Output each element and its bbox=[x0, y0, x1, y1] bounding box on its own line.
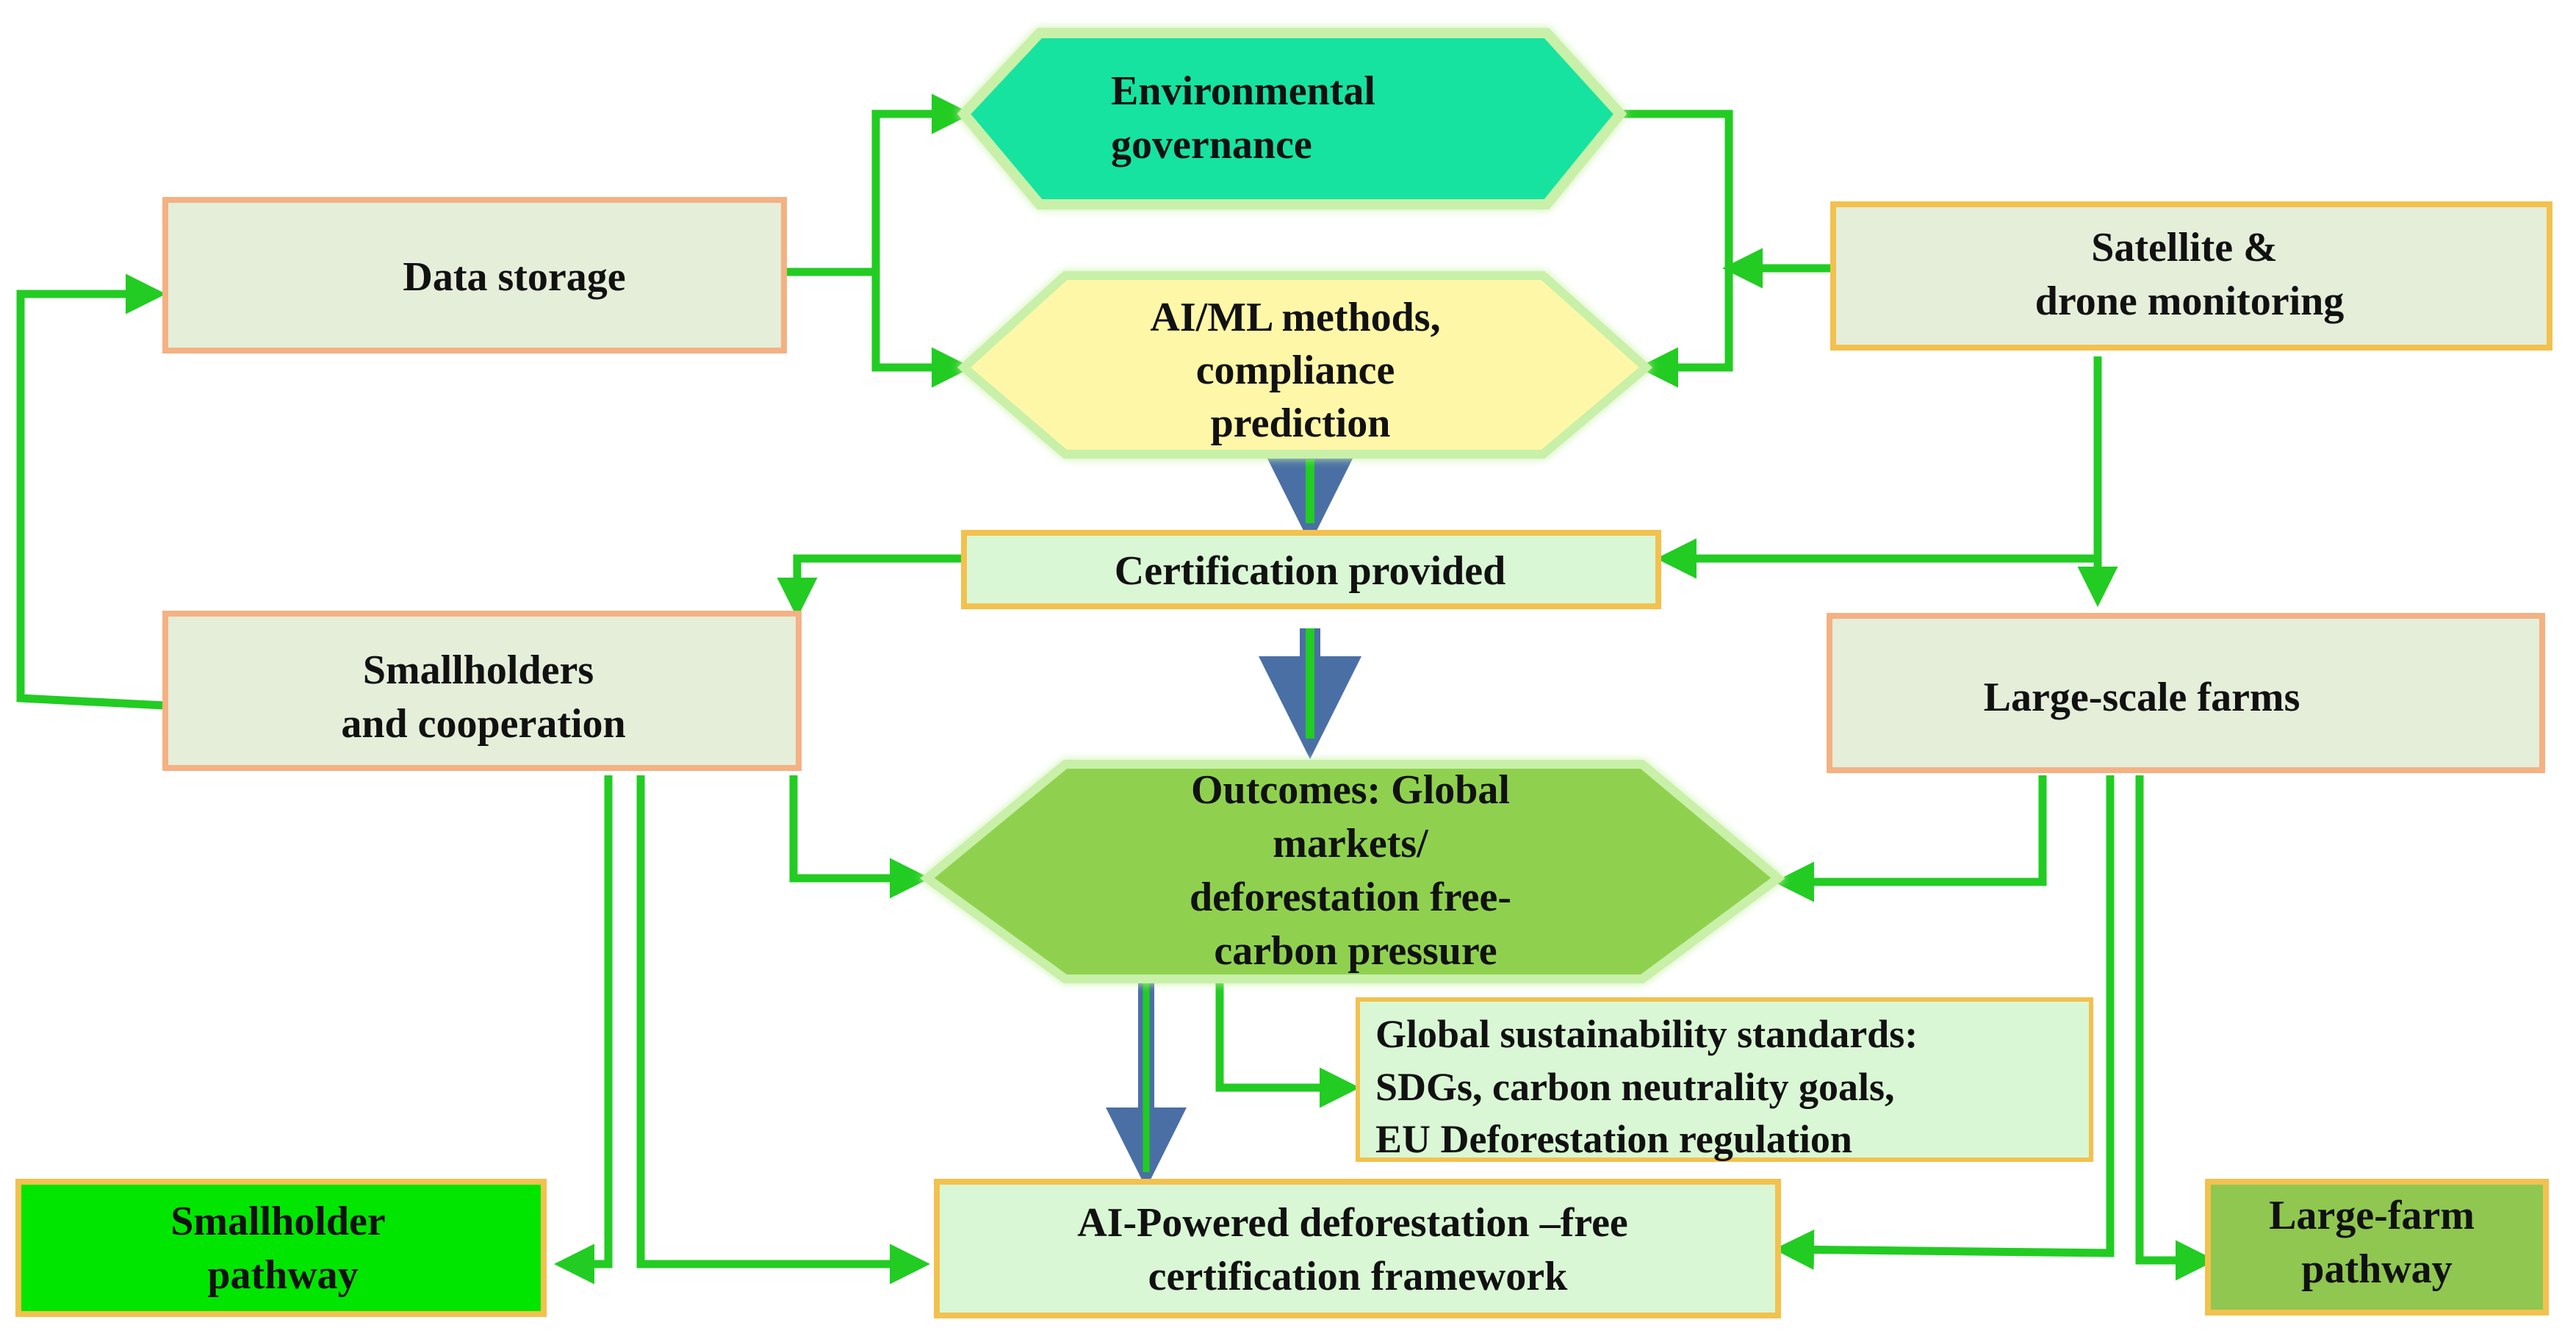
global-standards-line-2: SDGs, carbon neutrality goals, bbox=[1375, 1065, 1895, 1109]
global-standards-box bbox=[1356, 997, 2093, 1162]
connector-smallholders-to-smallholder-pathway bbox=[554, 775, 613, 1285]
connector-outcomes-to-global-standards bbox=[1215, 981, 1360, 1108]
ai-ml-methods-line-1: AI/ML methods, bbox=[1150, 295, 1440, 340]
node-ai-powered-framework: AI-Powered deforestation –free certifica… bbox=[934, 1179, 1781, 1318]
svg-text:Data storage: Data storage bbox=[403, 254, 625, 300]
outcomes-line-3: deforestation free- bbox=[1190, 875, 1511, 920]
ai-ml-methods-line-2: compliance bbox=[1196, 348, 1395, 393]
svg-text:AI-Powered deforestation –free: AI-Powered deforestation –free certifica… bbox=[1077, 1200, 1638, 1299]
connector-large-farms-to-framework bbox=[1774, 775, 2115, 1270]
satellite-drone-line-2: drone monitoring bbox=[2035, 279, 2345, 324]
svg-text:Environmental governance: Environmental governance bbox=[1111, 68, 1386, 168]
satellite-drone-box bbox=[1830, 201, 2552, 351]
outcomes-line-2: markets/ bbox=[1273, 821, 1429, 866]
node-smallholders-cooperation: Smallholders and cooperation bbox=[162, 611, 802, 771]
connector-bus-to-ai-ml bbox=[871, 272, 972, 388]
node-satellite-drone-monitoring: Satellite & drone monitoring bbox=[1830, 201, 2552, 351]
ai-powered-framework-line-2: certification framework bbox=[1148, 1254, 1568, 1299]
smallholders-cooperation-line-2: and cooperation bbox=[341, 701, 625, 747]
connector-smallholders-to-outcomes bbox=[789, 775, 930, 899]
ai-powered-framework-box bbox=[934, 1179, 1781, 1318]
svg-text:Smallholder pathway: Smallholder pathway bbox=[170, 1199, 395, 1298]
large-farm-pathway-line-1: Large-farm bbox=[2269, 1193, 2475, 1238]
data-storage-box bbox=[162, 197, 787, 353]
connector-smallholders-to-data-storage bbox=[16, 273, 166, 710]
outcomes-shape bbox=[920, 760, 1785, 983]
large-scale-farms-box bbox=[1827, 613, 2545, 773]
outcomes-line-4: carbon pressure bbox=[1214, 928, 1497, 974]
ai-ml-methods-line-3: prediction bbox=[1211, 401, 1391, 446]
smallholder-pathway-line-1: Smallholder bbox=[170, 1199, 385, 1244]
smallholder-pathway-line-2: pathway bbox=[207, 1252, 358, 1298]
node-smallholder-pathway: Smallholder pathway bbox=[15, 1179, 547, 1317]
outcomes-line-1: Outcomes: Global bbox=[1191, 767, 1510, 813]
certification-provided-line-1: Certification provided bbox=[1115, 548, 1505, 594]
node-global-sustainability-standards: Global sustainability standards: SDGs, c… bbox=[1356, 997, 2093, 1162]
ai-powered-framework-line-1: AI-Powered deforestation –free bbox=[1077, 1200, 1628, 1246]
connector-large-farms-to-large-farm-pathway bbox=[2135, 775, 2216, 1281]
connector-large-farms-to-outcomes bbox=[1774, 775, 2047, 902]
svg-text:Outcomes: Global markets: Outcomes: Global markets/ deforestation … bbox=[1190, 767, 1522, 974]
environmental-governance-line-2: governance bbox=[1111, 122, 1312, 168]
svg-text:Large-scale farms: Large-scale farms bbox=[1984, 675, 2300, 720]
satellite-drone-line-1: Satellite & bbox=[2091, 225, 2277, 270]
large-scale-farms-line-1: Large-scale farms bbox=[1984, 675, 2300, 720]
svg-text:Satellite & drone monito: Satellite & drone monitoring bbox=[2035, 225, 2345, 324]
node-environmental-governance: Environmental governance bbox=[957, 28, 1627, 209]
connector-certification-to-smallholders bbox=[777, 554, 964, 618]
connectors bbox=[16, 93, 2216, 1285]
node-large-scale-farms: Large-scale farms bbox=[1827, 613, 2545, 773]
svg-text:Smallholders and coopera: Smallholders and cooperation bbox=[341, 647, 625, 747]
connector-environmental-governance-to-right-bus bbox=[1620, 110, 1733, 388]
connector-smallholders-to-framework bbox=[636, 775, 930, 1285]
svg-text:AI/ML methods, complianc: AI/ML methods, compliance prediction bbox=[1150, 295, 1450, 446]
smallholders-cooperation-line-1: Smallholders bbox=[363, 647, 594, 693]
smallholder-pathway-box bbox=[15, 1179, 547, 1317]
large-farm-pathway-line-2: pathway bbox=[2301, 1246, 2452, 1292]
node-outcomes: Outcomes: Global markets/ deforestation … bbox=[920, 760, 1785, 983]
svg-text:Large-farm pathway: Large-farm pathway bbox=[2269, 1193, 2485, 1292]
node-data-storage: Data storage bbox=[162, 197, 787, 353]
svg-text:Certification provided: Certification provided bbox=[1115, 548, 1505, 594]
node-certification-provided: Certification provided bbox=[961, 530, 1661, 609]
environmental-governance-shape bbox=[957, 28, 1627, 209]
ai-ml-methods-shape bbox=[957, 271, 1653, 459]
node-ai-ml-methods: AI/ML methods, compliance prediction bbox=[957, 271, 1653, 459]
large-farm-pathway-box bbox=[2205, 1179, 2549, 1315]
node-large-farm-pathway: Large-farm pathway bbox=[2205, 1179, 2549, 1315]
global-standards-line-3: EU Deforestation regulation bbox=[1375, 1117, 1852, 1161]
smallholders-cooperation-box bbox=[162, 611, 802, 771]
connector-bus-to-environmental-governance bbox=[871, 93, 972, 367]
environmental-governance-line-1: Environmental bbox=[1111, 68, 1375, 114]
certification-provided-box bbox=[961, 530, 1661, 609]
svg-text:Global sustainability standard: Global sustainability standards: SDGs, c… bbox=[1375, 1012, 1928, 1161]
global-standards-line-1: Global sustainability standards: bbox=[1375, 1012, 1918, 1056]
data-storage-line-1: Data storage bbox=[403, 254, 625, 300]
